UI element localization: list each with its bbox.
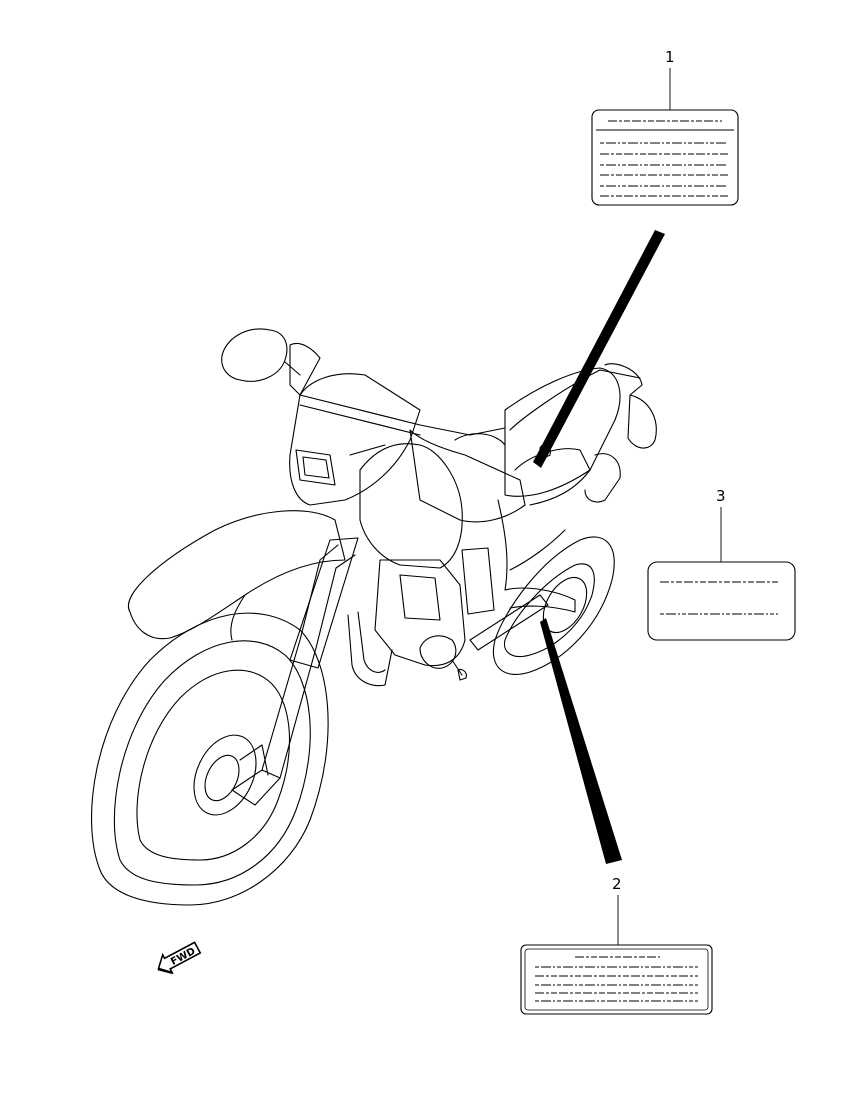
motorcycle-illustration: [91, 328, 657, 906]
headlight-cowl: [289, 373, 421, 506]
front-fender: [127, 510, 346, 641]
callout-number-1: 1: [665, 48, 675, 66]
pointer-wedge-label-2: [540, 618, 622, 864]
front-fork: [231, 537, 359, 806]
label-1: [591, 109, 739, 206]
front-wheel: [91, 612, 329, 906]
label-3: [647, 561, 796, 641]
label-3-group: 3: [647, 487, 796, 641]
fwd-arrow-icon: [157, 941, 202, 974]
swingarm: [469, 594, 549, 651]
pointer-wedge-label-1: [533, 230, 665, 468]
seat-and-tail: [504, 367, 621, 503]
label-1-group: 1: [591, 48, 739, 206]
callout-number-2: 2: [612, 875, 622, 893]
handlebar-assembly: [221, 328, 657, 449]
label-2-group: 2: [520, 875, 713, 1015]
frame-and-exhaust: [347, 499, 576, 687]
fuel-tank: [359, 429, 591, 569]
engine: [374, 547, 495, 681]
label-2: [520, 944, 713, 1015]
callout-number-3: 3: [716, 487, 726, 505]
fwd-direction-marker: FWD: [157, 941, 202, 975]
